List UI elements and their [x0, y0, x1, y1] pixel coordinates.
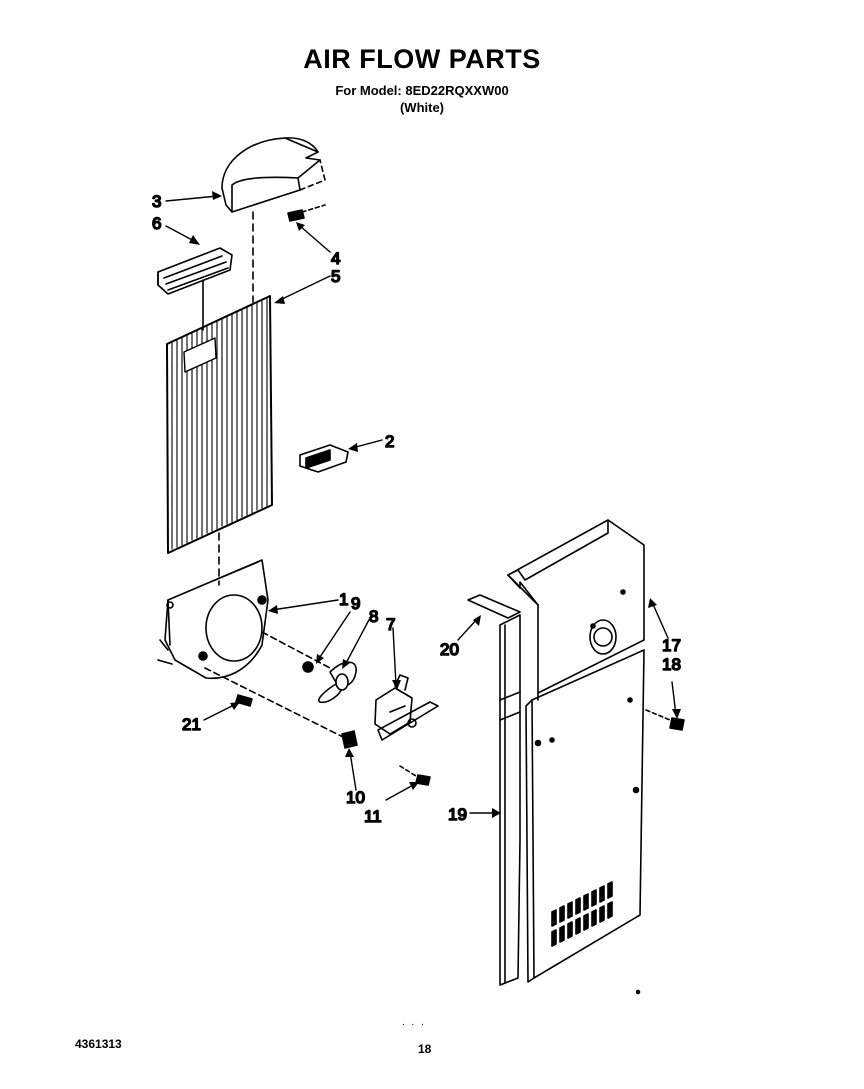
footer-dots: . . .	[402, 1017, 426, 1028]
part-10-grommet	[341, 730, 358, 749]
callout-5: 5	[331, 267, 340, 286]
callout-10: 10	[346, 788, 365, 807]
part-9-nut	[302, 661, 314, 673]
document-number: 4361313	[75, 1037, 122, 1051]
callout-7: 7	[386, 615, 395, 634]
part-3-duct-cover	[221, 137, 326, 213]
callout-19: 19	[448, 805, 467, 824]
part-19-channel	[499, 614, 521, 986]
stray-dot	[635, 989, 641, 995]
color-line: (White)	[399, 100, 445, 115]
page-title: AIR FLOW PARTS	[303, 44, 541, 74]
part-1-fan-housing	[157, 559, 269, 680]
model-line: For Model: 8ED22RQXXW00	[335, 83, 509, 98]
part-7-fan-motor	[374, 674, 439, 741]
callout-11: 11	[364, 807, 382, 826]
part-20-seal-strip	[467, 594, 521, 619]
part-18-screw	[645, 709, 685, 731]
part-21-screw	[235, 694, 253, 707]
part-17-back-panel	[507, 519, 645, 983]
callout-4: 4	[331, 249, 340, 268]
part-6-grille	[157, 247, 233, 295]
page-number: 18	[418, 1042, 432, 1056]
part-4-screw	[287, 204, 326, 222]
callout-3: 3	[152, 192, 161, 211]
callout-6: 6	[152, 214, 161, 233]
callout-9: 9	[351, 594, 360, 613]
callout-1: 1	[339, 590, 348, 609]
callout-2: 2	[385, 432, 394, 451]
part-8-fan-blade	[318, 661, 357, 704]
callout-21: 21	[182, 715, 201, 734]
fan-shaft-line	[204, 631, 346, 739]
callout-20: 20	[440, 640, 459, 659]
callout-8: 8	[369, 607, 378, 626]
part-11-screw	[399, 765, 431, 786]
part-5-evaporator-cover	[166, 295, 273, 554]
callout-18: 18	[662, 655, 681, 674]
callout-arrowheads	[189, 191, 681, 818]
part-2-bracket	[299, 444, 349, 473]
callout-17: 17	[662, 636, 681, 655]
